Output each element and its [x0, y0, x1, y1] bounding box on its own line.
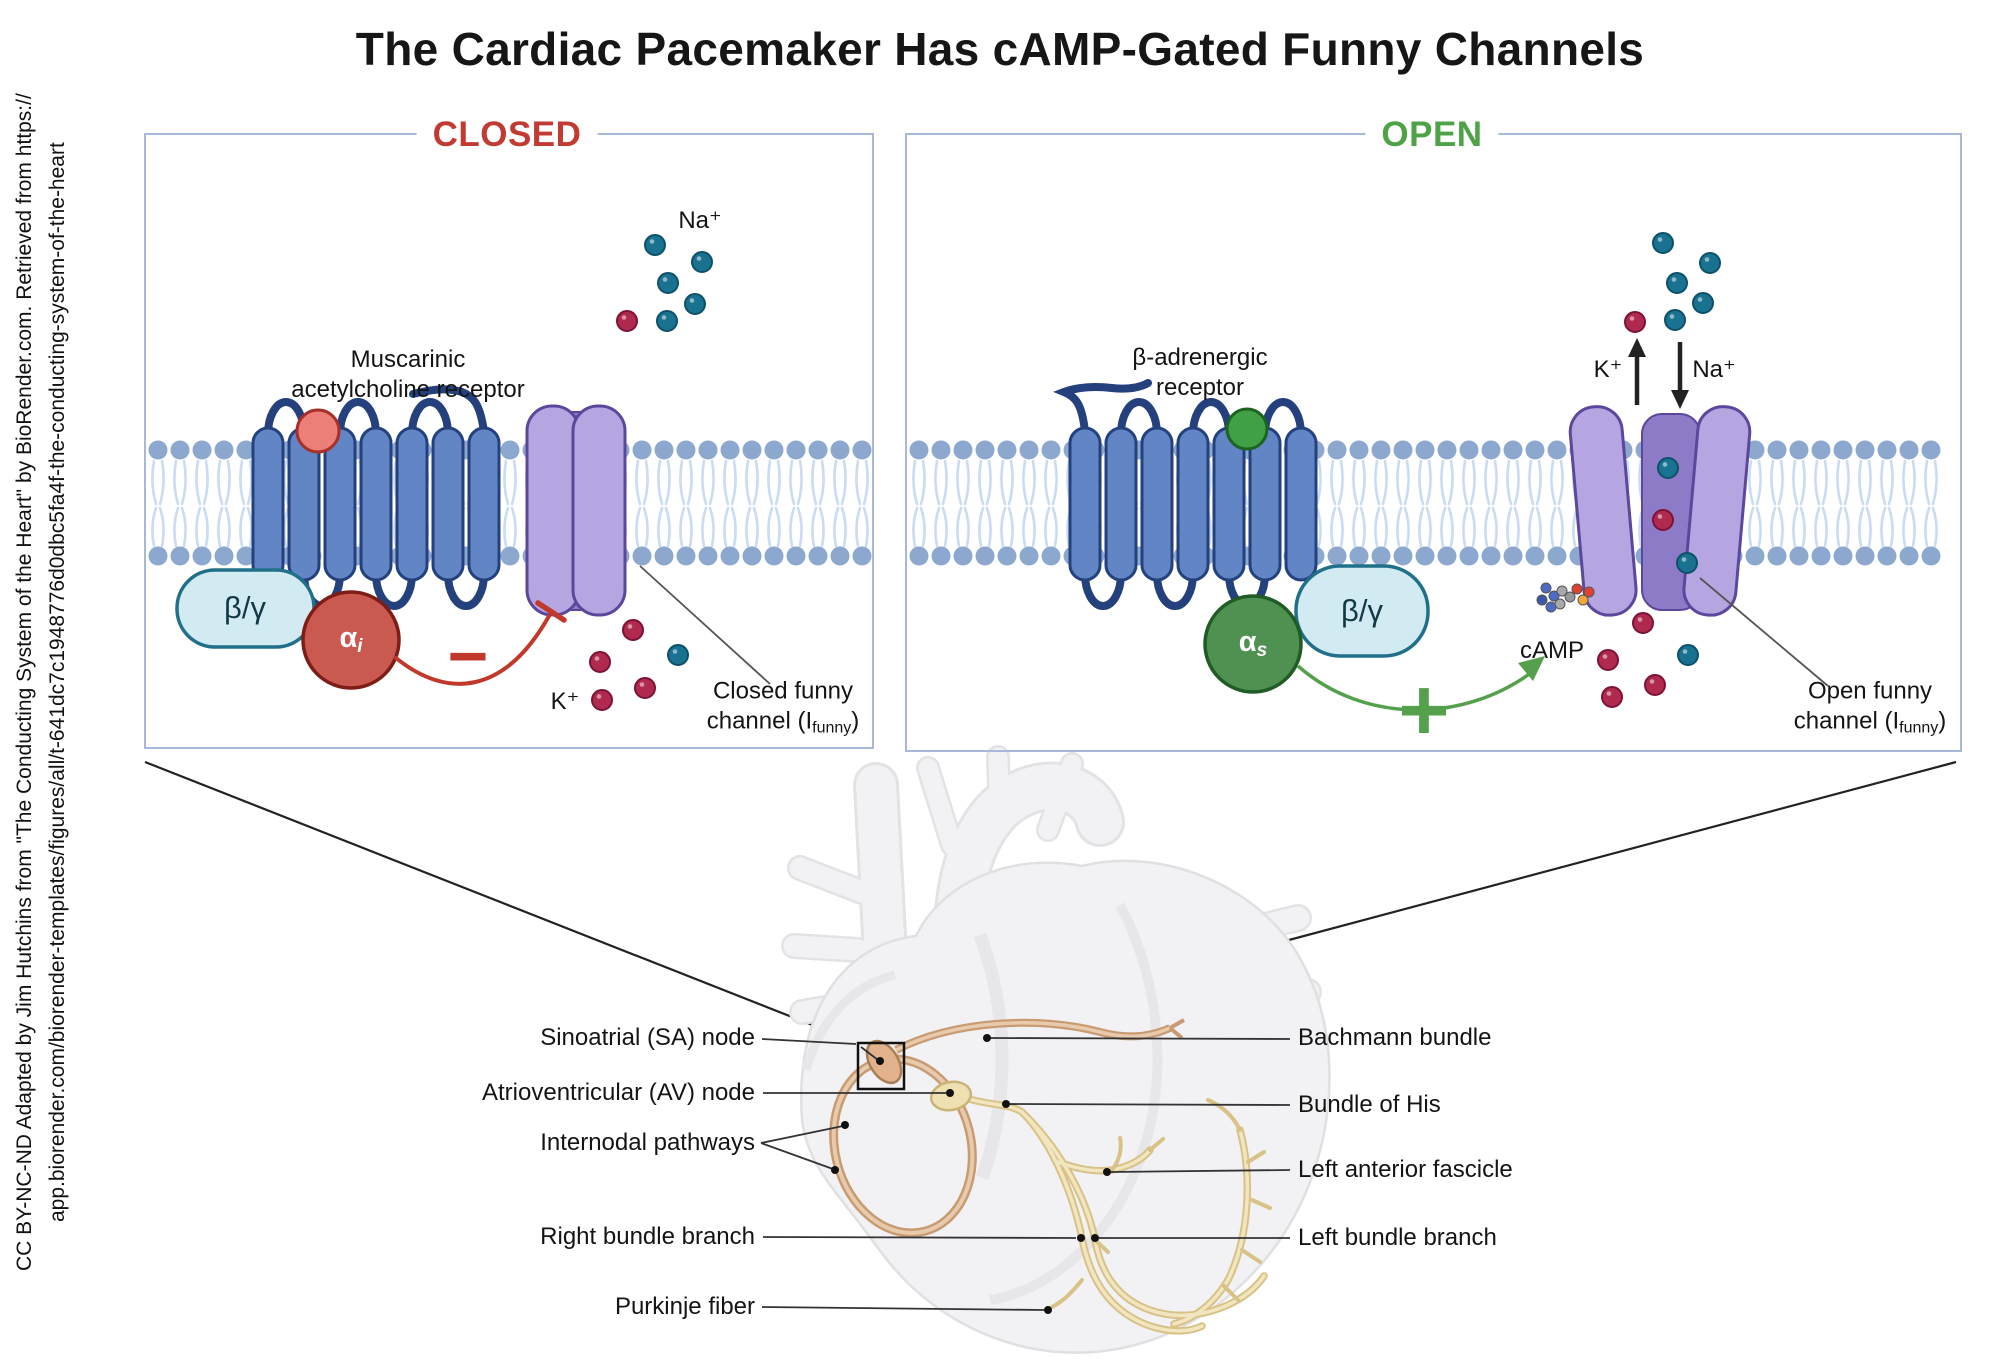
camp-molecule-icon	[1536, 582, 1595, 613]
muscarinic-receptor-label: Muscarinic acetylcholine receptor	[291, 345, 524, 405]
k-up-arrowhead	[1628, 338, 1646, 357]
open-k-label: K⁺	[1593, 356, 1623, 383]
closed-k-label: K⁺	[550, 688, 580, 715]
g-protein-closed	[175, 568, 401, 690]
na-down-arrowhead	[1671, 390, 1689, 409]
label-internodal-pathways: Internodal pathways	[540, 1129, 755, 1156]
label-right-bundle-branch: Right bundle branch	[540, 1223, 755, 1250]
closed-panel-frame	[144, 133, 874, 749]
ion-flux-arrows	[1634, 342, 1683, 405]
open-beta-gamma-label: β/γ	[1341, 593, 1383, 628]
closed-channel-sub: funny	[812, 719, 852, 737]
ion-spheres	[589, 232, 1721, 711]
attribution-line2: app.biorender.com/biorender-templates/fi…	[46, 142, 69, 1222]
label-bachmann-bundle: Bachmann bundle	[1298, 1024, 1492, 1051]
acetylcholine-ligand-icon	[295, 408, 341, 454]
beta-adrenergic-line2: receptor	[1155, 374, 1245, 401]
closed-channel-line1: Closed funny	[712, 677, 854, 705]
attribution-line1: CC BY-NC-ND Adapted by Jim Hutchins from…	[13, 93, 36, 1271]
open-channel-line1: Open funny	[1807, 677, 1933, 705]
closed-channel-label: Closed funny channel (Ifunny)	[707, 677, 860, 744]
closed-state-label: CLOSED	[416, 115, 598, 155]
camp-label: cAMP	[1519, 637, 1585, 664]
inhibition-arrow	[394, 600, 567, 686]
channel-label-leaders	[639, 565, 1829, 687]
open-state-label: OPEN	[1365, 115, 1499, 155]
label-sa-node: Sinoatrial (SA) node	[540, 1024, 755, 1051]
label-leader-lines	[760, 1037, 1291, 1311]
open-channel-label: Open funny channel (Ifunny)	[1794, 677, 1947, 744]
label-bundle-of-his: Bundle of His	[1298, 1091, 1441, 1118]
stimulation-sign: +	[1398, 660, 1450, 759]
figure-title: The Cardiac Pacemaker Has cAMP-Gated Fun…	[355, 23, 1645, 75]
open-channel-close-paren: )	[1938, 707, 1947, 735]
label-av-node: Atrioventricular (AV) node	[482, 1079, 755, 1106]
open-channel-sub: funny	[1899, 719, 1939, 737]
alpha-i-glyph: α	[339, 622, 358, 654]
muscarinic-receptor-icon	[251, 385, 501, 610]
g-protein-open	[1203, 564, 1430, 694]
stimulation-arrow	[1296, 656, 1545, 712]
label-left-anterior-fascicle: Left anterior fascicle	[1298, 1156, 1513, 1183]
inhibition-sign: −	[447, 617, 489, 695]
label-left-bundle-branch: Left bundle branch	[1298, 1224, 1497, 1251]
sa-node-zoom-box	[856, 1041, 906, 1091]
beta-adrenergic-receptor-icon	[1053, 379, 1318, 610]
closed-channel-close-paren: )	[851, 707, 860, 735]
closed-funny-channel-icon	[525, 404, 627, 617]
alpha-i-sub: i	[357, 636, 363, 657]
label-purkinje-fiber: Purkinje fiber	[614, 1293, 755, 1320]
muscarinic-line1: Muscarinic	[350, 346, 466, 373]
alpha-s-sub: s	[1256, 640, 1268, 661]
adrenergic-ligand-icon	[1225, 407, 1269, 451]
ventricular-conduction	[962, 1094, 1272, 1335]
alpha-i-label: αi	[339, 622, 362, 658]
closed-beta-gamma-label: β/γ	[224, 590, 266, 625]
beta-adrenergic-receptor-label: β-adrenergic receptor	[1132, 343, 1267, 403]
beta-adrenergic-line1: β-adrenergic	[1132, 344, 1268, 371]
open-channel-line2: channel (I	[1793, 707, 1900, 735]
attribution-sidebar: CC BY-NC-ND Adapted by Jim Hutchins from…	[8, 0, 74, 1364]
open-na-label: Na⁺	[1692, 356, 1736, 383]
alpha-s-label: αs	[1239, 626, 1267, 662]
heart-illustration	[781, 745, 1331, 1354]
muscarinic-line2: acetylcholine receptor	[291, 376, 525, 403]
alpha-s-glyph: α	[1238, 626, 1257, 658]
label-anchor-dots	[831, 1034, 1111, 1314]
closed-channel-line2: channel (I	[706, 707, 813, 735]
closed-na-label: Na⁺	[678, 207, 722, 234]
